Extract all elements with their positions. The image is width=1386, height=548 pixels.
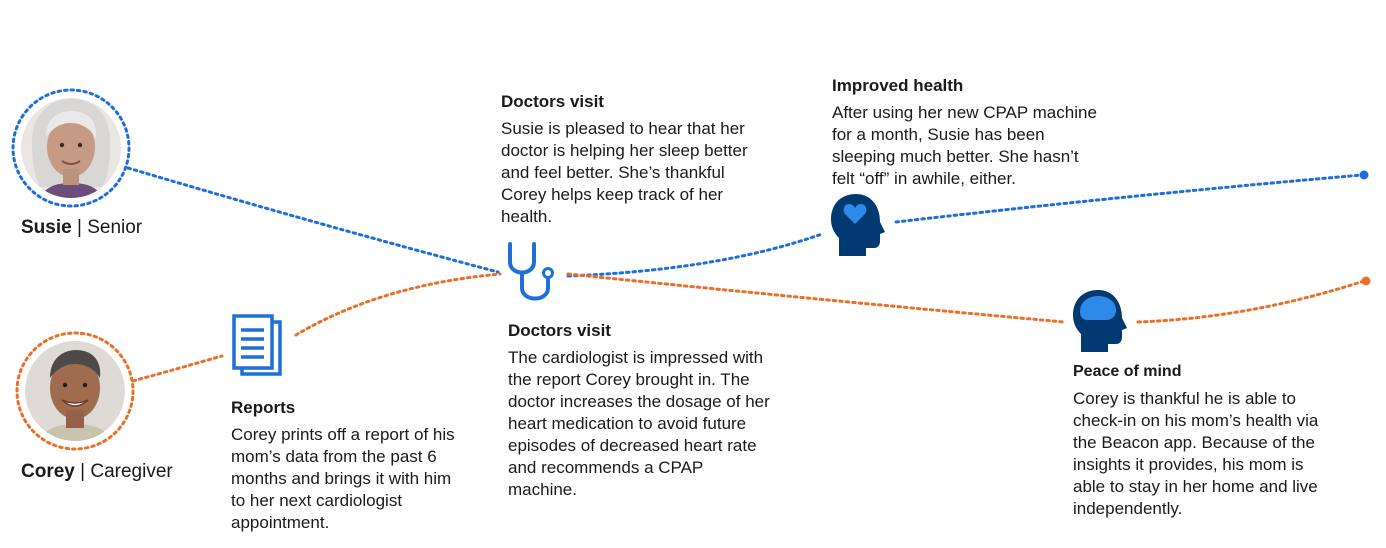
corey-separator: | — [74, 461, 91, 482]
susie-line-end — [1359, 170, 1369, 180]
susie-line-2 — [566, 232, 824, 278]
susie-line-1 — [126, 166, 500, 274]
stethoscope-icon — [504, 240, 560, 306]
head-heart-icon — [830, 192, 886, 258]
corey-label: Corey | Caregiver — [21, 461, 173, 483]
step-peace-of-mind: Peace of mind Corey is thankful he is ab… — [1073, 362, 1325, 520]
step-text: Susie is pleased to hear that her doctor… — [501, 119, 748, 226]
step-text: The cardiologist is impressed with the r… — [508, 348, 770, 499]
corey-line-3 — [566, 272, 1066, 324]
corey-avatar — [14, 330, 136, 452]
step-title: Peace of mind — [1073, 363, 1182, 380]
step-reports: Reports Corey prints off a report of his… — [231, 398, 461, 534]
susie-role: Senior — [87, 217, 143, 238]
susie-avatar — [10, 87, 132, 209]
susie-name: Susie — [21, 217, 72, 238]
step-title: Improved health — [832, 76, 964, 95]
step-title: Doctors visit — [501, 92, 604, 111]
documents-icon — [230, 314, 286, 378]
corey-name: Corey — [21, 461, 75, 482]
susie-line-3 — [894, 173, 1364, 224]
head-brain-icon — [1072, 288, 1128, 354]
corey-role: Caregiver — [90, 461, 173, 482]
step-text: After using her new CPAP machine for a m… — [832, 103, 1097, 188]
step-doctors-visit-susie: Doctors visit Susie is pleased to hear t… — [501, 92, 771, 228]
corey-line-1 — [131, 354, 224, 383]
step-text: Corey is thankful he is able to check-in… — [1073, 389, 1319, 518]
corey-line-end — [1361, 276, 1371, 286]
step-improved-health: Improved health After using her new CPAP… — [832, 76, 1102, 190]
step-title: Reports — [231, 398, 296, 417]
corey-line-2 — [294, 272, 502, 337]
susie-separator: | — [71, 217, 88, 238]
susie-label: Susie | Senior — [21, 217, 142, 239]
corey-line-4 — [1136, 279, 1366, 324]
step-title: Doctors visit — [508, 321, 611, 340]
step-text: Corey prints off a report of his mom’s d… — [231, 425, 455, 532]
step-doctors-visit-corey: Doctors visit The cardiologist is impres… — [508, 321, 770, 501]
